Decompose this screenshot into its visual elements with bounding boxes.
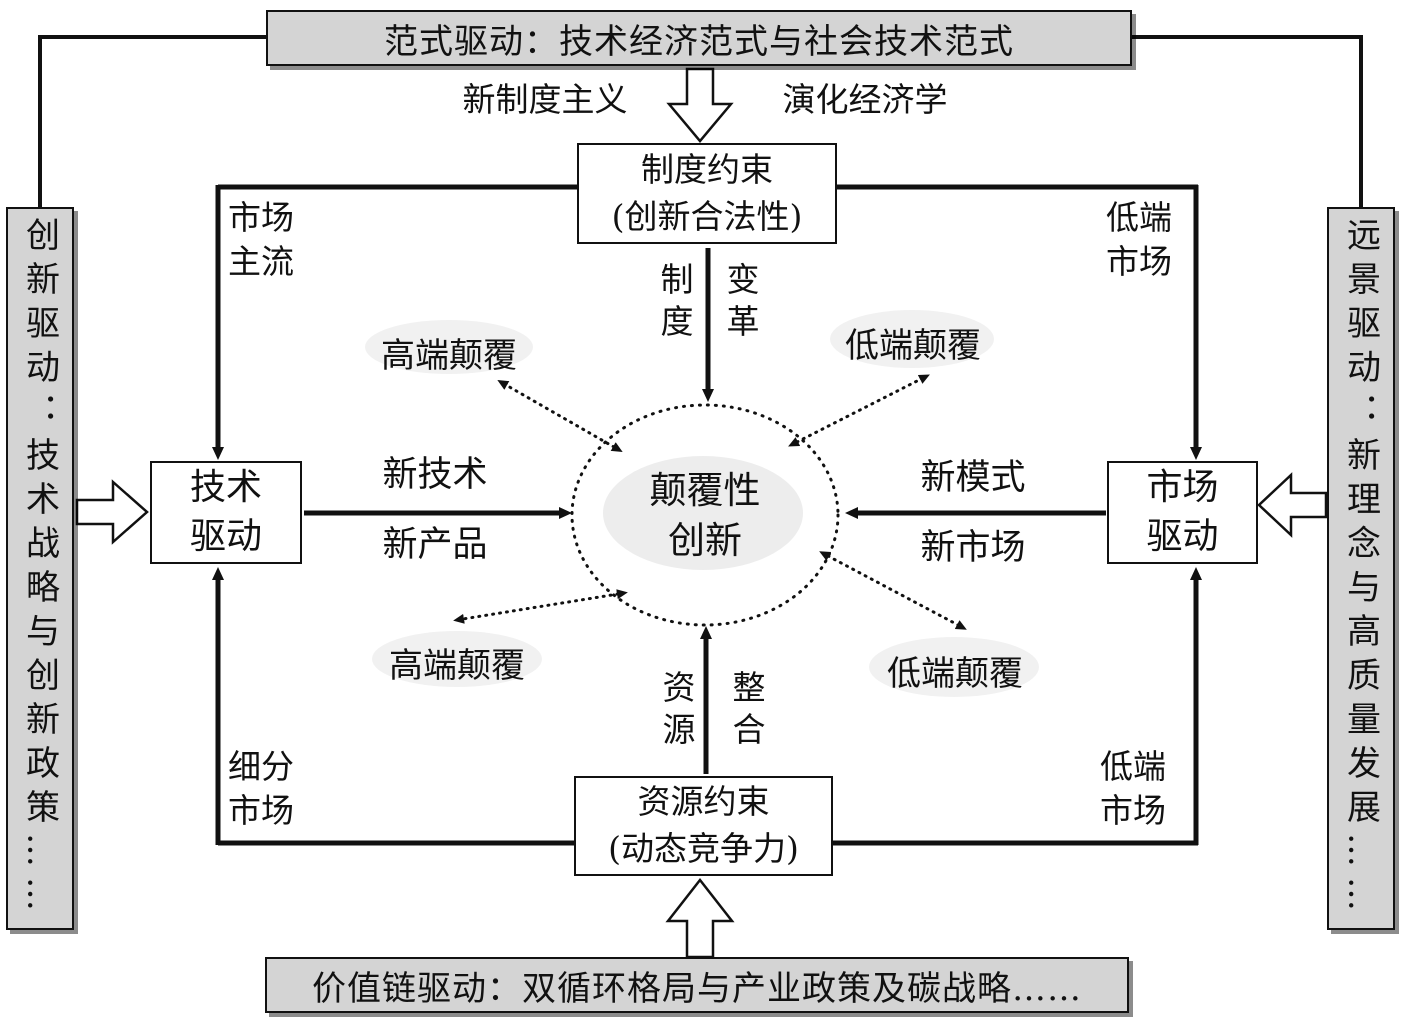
lowend-market-bottom-label: 低端市场	[1100, 747, 1166, 830]
disruptive-innovation-line1: 颠覆性	[649, 469, 761, 512]
resource-constraint-box: 资源约束 (动态竞争力)	[574, 776, 833, 876]
disruption-dotted-arrows	[453, 374, 967, 630]
dotted-arrow-lowend-top	[788, 374, 930, 447]
frame-arrows	[212, 185, 1202, 845]
highend-disruption-bottom-label: 高端颠覆	[389, 646, 525, 686]
disruptive-innovation-label: 颠覆性 创新	[605, 466, 805, 566]
institution-vertical-label: 制度	[655, 262, 694, 346]
frame-lines	[218, 184, 1198, 846]
bubble-highend-bottom	[372, 631, 542, 687]
lowend-disruption-top-label: 低端颠覆	[845, 326, 981, 366]
bubble-lowend-top	[830, 310, 994, 368]
lowend-market-top-label: 低端市场	[1106, 198, 1172, 281]
technology-driven-line2: 驱动	[189, 515, 262, 557]
dotted-arrow-highend-bottom	[453, 589, 628, 624]
center-dotted-ellipse	[570, 403, 840, 627]
bubble-highend-top	[365, 320, 533, 374]
innovation-driver-box: 创新驱动：技术战略与创新政策……	[6, 207, 74, 930]
evolutionary-economics-label: 演化经济学	[782, 80, 948, 119]
resource-vertical-label: 资源	[657, 670, 696, 754]
paradigm-driver-box: 范式驱动：技术经济范式与社会技术范式	[266, 10, 1132, 66]
new-technology-label: 新技术	[382, 455, 488, 495]
institution-constraint-box: 制度约束 (创新合法性)	[577, 143, 837, 244]
dotted-arrow-highend-top	[497, 380, 623, 452]
resource-constraint-line2: (动态竞争力)	[608, 829, 799, 868]
institution-constraint-line1: 制度约束	[641, 149, 773, 189]
market-driven-box: 市场 驱动	[1107, 461, 1258, 564]
change-vertical-label: 变革	[721, 262, 760, 346]
niche-market-label: 细分市场	[228, 747, 294, 830]
disruptive-innovation-line2: 创新	[668, 518, 742, 562]
center-ellipse-fill	[603, 456, 803, 570]
paradigm-connector-lines	[38, 35, 1363, 208]
institution-constraint-line2: (创新合法性)	[611, 196, 803, 236]
hollow-arrow-paradigm-down	[666, 67, 734, 143]
new-model-label: 新模式	[920, 458, 1026, 498]
disruption-bubbles	[365, 310, 1039, 697]
new-market-label: 新市场	[920, 528, 1026, 568]
hollow-arrow-innovation-right	[75, 479, 149, 545]
hollow-arrows	[75, 67, 1328, 959]
mainstream-market-label: 市场主流	[228, 198, 294, 281]
center-arrows	[304, 248, 1106, 774]
resource-constraint-line1: 资源约束	[637, 782, 770, 822]
valuechain-driver-box: 价值链驱动：双循环格局与产业政策及碳战略……	[265, 957, 1129, 1013]
bubble-lowend-bottom	[869, 637, 1039, 697]
market-driven-line2: 驱动	[1146, 515, 1219, 557]
integration-vertical-label: 整合	[727, 670, 766, 754]
hollow-arrow-valuechain-up	[665, 877, 735, 959]
vision-driver-box: 远景驱动：新理念与高质量发展……	[1327, 207, 1395, 930]
technology-driven-line1: 技术	[189, 466, 262, 508]
new-institutionalism-label: 新制度主义	[462, 80, 628, 119]
hollow-arrow-vision-left	[1257, 472, 1328, 538]
highend-disruption-top-label: 高端颠覆	[381, 336, 517, 376]
new-product-label: 新产品	[382, 525, 488, 565]
technology-driven-box: 技术 驱动	[150, 461, 302, 564]
lowend-disruption-bottom-label: 低端颠覆	[887, 654, 1023, 694]
market-driven-line1: 市场	[1146, 466, 1219, 508]
